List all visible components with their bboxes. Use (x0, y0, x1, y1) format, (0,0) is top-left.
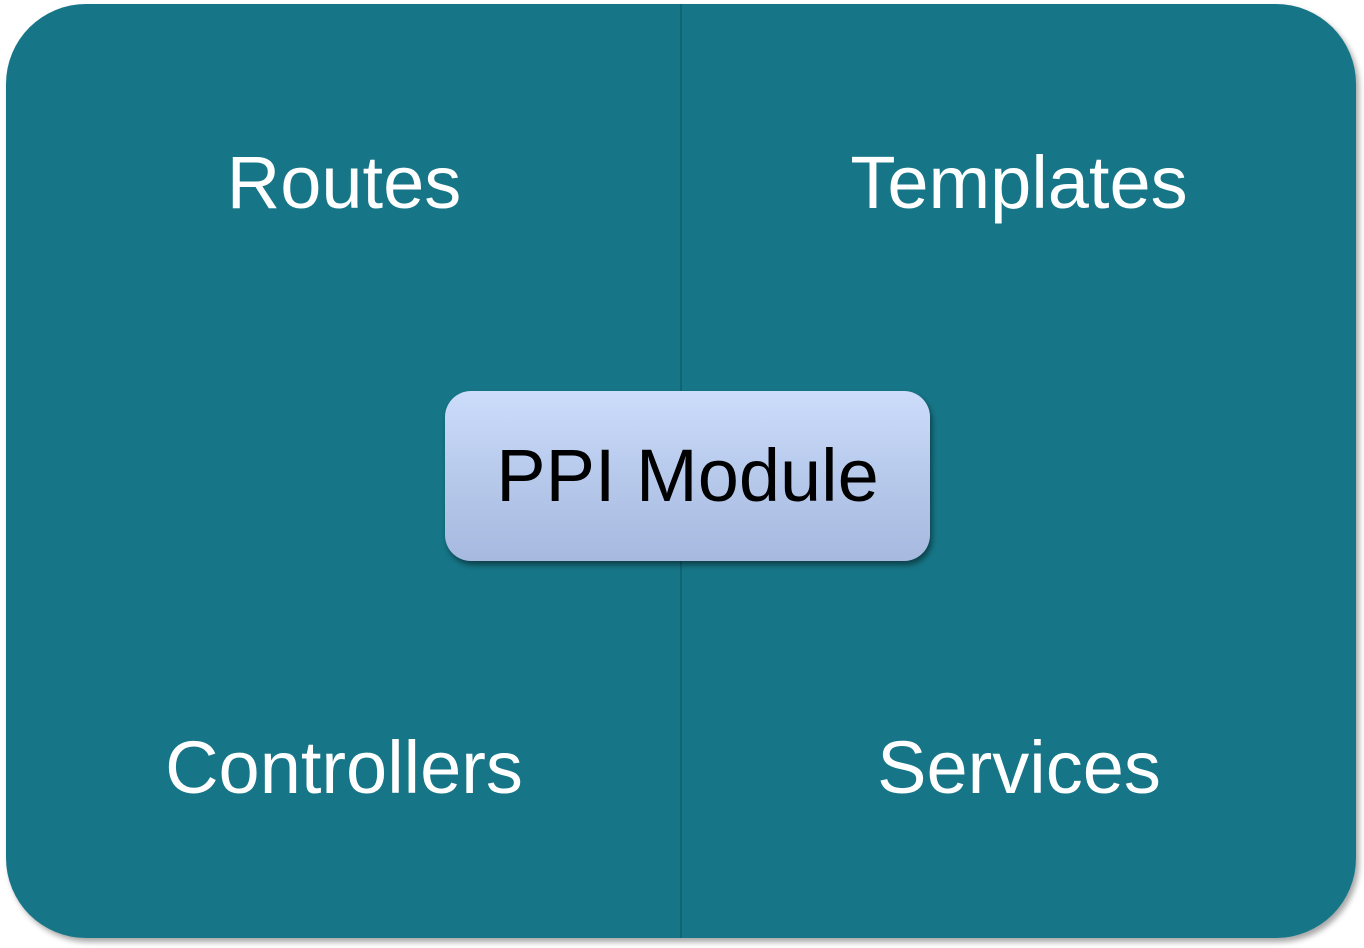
quadrant-label-services: Services (877, 726, 1161, 809)
center-module-box: PPI Module (445, 391, 930, 561)
quadrant-label-controllers: Controllers (165, 726, 523, 809)
module-panel: Routes Templates Controllers Services PP… (6, 4, 1356, 938)
quadrant-label-templates: Templates (850, 141, 1188, 224)
quadrant-label-routes: Routes (226, 141, 462, 224)
center-module-label: PPI Module (496, 434, 879, 517)
